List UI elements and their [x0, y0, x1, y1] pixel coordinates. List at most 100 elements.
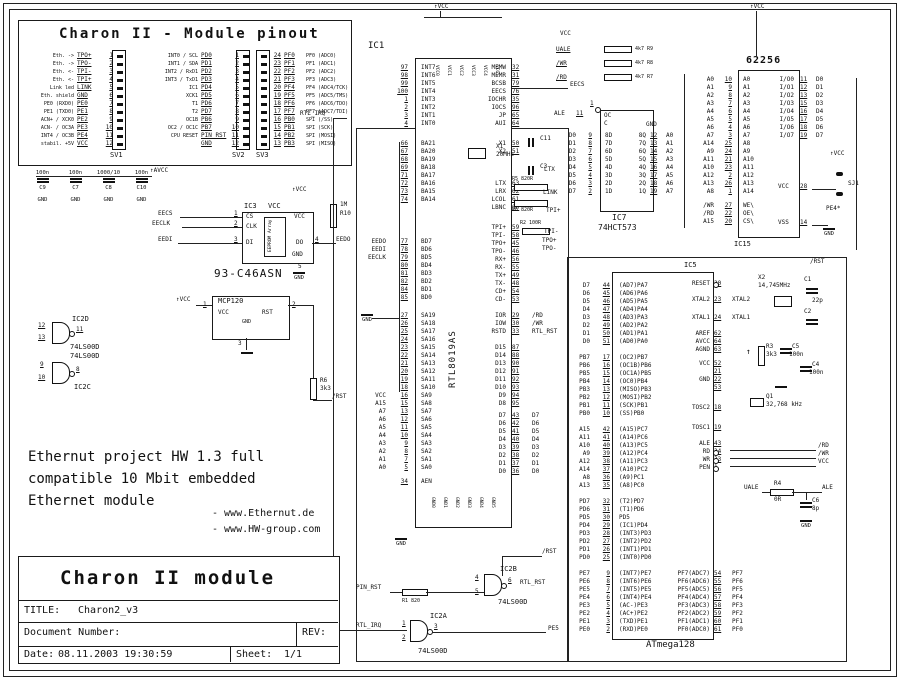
pin-number: 13 [602, 386, 610, 393]
pin-desc: PF5 (ADC5/TMS) [306, 93, 349, 99]
pin-number: 90 [512, 360, 520, 367]
pin-net: D5 [816, 116, 824, 123]
pin-number: 2 [402, 634, 406, 641]
pin-number: 72 [400, 180, 408, 187]
date-value: 08.11.2003 19:30:59 [58, 649, 173, 660]
pin-net: A5 [706, 116, 714, 123]
note-line1: Ethernut project HW 1.3 full [28, 449, 265, 465]
pin-number: 2 [235, 60, 239, 67]
pin-number: 67 [400, 148, 408, 155]
ic1-ref: IC1 [368, 41, 385, 51]
wire [730, 466, 816, 467]
r10-ref: R10 [340, 210, 351, 217]
sram-vcc: VCC [778, 183, 789, 190]
pin-net: A15 [375, 400, 386, 407]
pin-net: D0 [568, 132, 576, 139]
pin-number: 55 [714, 578, 722, 585]
x2-ref: X2 [758, 274, 766, 281]
net-label: UALE [556, 45, 571, 53]
pin-name: (SS)PB0 [619, 410, 645, 417]
ic2a-ref: IC2A [430, 612, 447, 620]
pin-name: IOR [495, 312, 506, 319]
pin-net [732, 376, 772, 384]
pin-net: D2 [532, 452, 540, 459]
resistor-r3 [758, 346, 765, 366]
net-pe5: PE5 [548, 625, 559, 632]
pin-net: D2 [582, 322, 590, 329]
wire [333, 118, 347, 119]
pin-number: 8 [235, 108, 239, 115]
ic2b-part: 74LS00D [498, 598, 528, 606]
connector-pad [261, 87, 267, 90]
pin-number: 55 [512, 264, 520, 271]
pin-number: 52 [714, 360, 722, 367]
connector-pad [117, 135, 123, 138]
pin-net [346, 270, 388, 278]
pin-name: D11 [495, 376, 506, 383]
pin-name: LBNC [491, 204, 506, 211]
url-ethernut: - www.Ethernut.de [212, 508, 315, 519]
pin-name: BA20 [421, 148, 436, 155]
pin-desc: INT1 / SDA [167, 61, 198, 67]
wire [178, 243, 242, 244]
pin-name: (AD7)PA7 [619, 282, 648, 289]
pin-number: 51 [512, 148, 520, 155]
mcp120-pin-vcc: VCC [218, 309, 229, 316]
pin-name: (OC2)PB7 [619, 354, 648, 361]
pin-name: (T1)PD6 [619, 506, 645, 513]
ic5-ref: IC5 [684, 261, 697, 269]
pin-number: 32 [602, 498, 610, 505]
r4-ref: R4 [774, 480, 782, 487]
wire [196, 305, 212, 306]
wire [502, 556, 542, 557]
pin-number: 80 [400, 262, 408, 269]
pin-net: PF1 [732, 618, 743, 625]
pin-name: 3D [605, 172, 613, 179]
cap-c6 [800, 500, 812, 510]
pin-number: 3 [109, 68, 113, 75]
pin-name: AGND [695, 346, 710, 353]
ic7-part: 74HCT573 [598, 223, 637, 232]
pin-name: A14 [743, 188, 754, 195]
pin-name: (OC0)PB4 [619, 378, 648, 385]
pin-net [732, 440, 772, 448]
pin-name: 8D [605, 132, 613, 139]
pin-number: 23 [724, 164, 732, 171]
pin-name: BA15 [421, 188, 436, 195]
gnd-label: GND [37, 196, 48, 203]
gnd-symbol: GND [356, 314, 378, 324]
pin-name: SA19 [421, 312, 436, 319]
pin-name: (A8)PC0 [619, 482, 645, 489]
pin-name: IOW [495, 320, 506, 327]
pin-number: 5 [606, 602, 610, 609]
c6-ref: C6 [812, 497, 820, 504]
pin-name: BA21 [421, 140, 436, 147]
pin-net: PB0 [284, 116, 295, 123]
pin-name: CS\ [743, 218, 754, 225]
pin-net: PF3 [732, 602, 743, 609]
title-label: TITLE: [24, 605, 61, 616]
pin-number: 46 [512, 248, 520, 255]
resistor-r1 [402, 589, 428, 596]
pin-number: 9 [606, 570, 610, 577]
pin-name: D14 [495, 352, 506, 359]
connector-pad [243, 143, 249, 146]
pin-net: VCC [375, 392, 386, 399]
pin-name: D6 [498, 420, 506, 427]
